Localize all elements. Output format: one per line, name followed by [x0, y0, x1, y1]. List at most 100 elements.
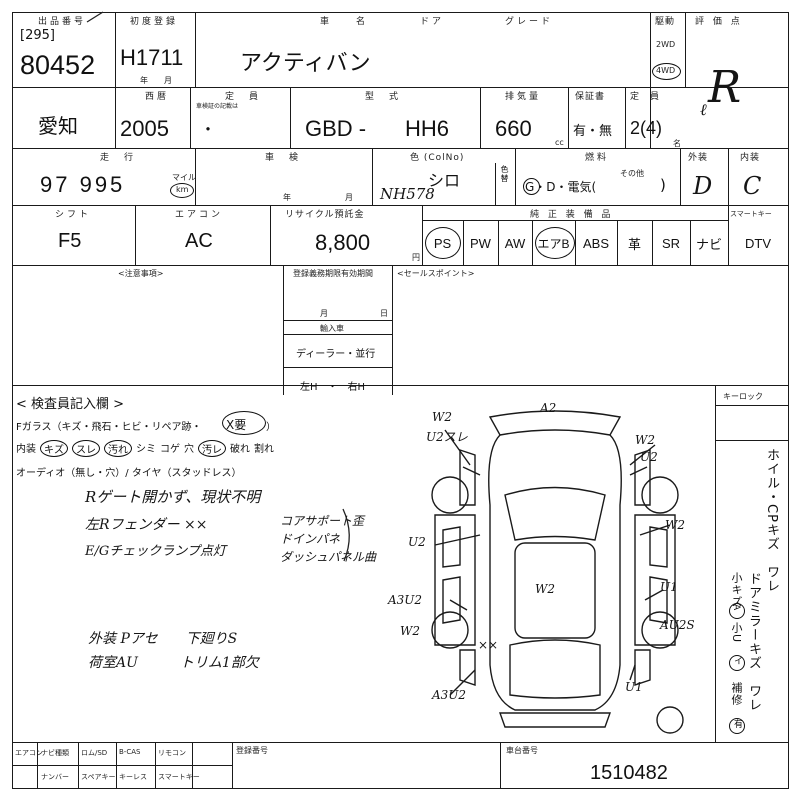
- diagram-right-rear-fender: [634, 649, 651, 686]
- mileage-value: 97 995: [40, 172, 126, 197]
- score-label: 評 価 点: [695, 17, 743, 27]
- equip-header-line: [422, 220, 728, 221]
- v-r3-6: [728, 148, 729, 205]
- v-r4-eq5: [617, 220, 618, 265]
- mark-top-left-1: W2: [432, 410, 452, 424]
- diagram-windshield: [504, 486, 606, 541]
- equip-abs: ABS: [582, 235, 609, 251]
- v-r1-1: [115, 12, 116, 148]
- hand-note-2: 左Rフェンダー ××: [85, 517, 208, 533]
- frame-left: [12, 12, 13, 789]
- smartkey-label: スマートキー: [730, 210, 772, 218]
- v-side: [715, 385, 716, 742]
- leader-1: [444, 429, 471, 466]
- mark-top-right-1: W2: [635, 433, 655, 447]
- km-unit-circle: [170, 183, 194, 198]
- diagram-body-outline: [488, 434, 622, 711]
- notes-h1: [283, 320, 392, 321]
- fuel-close: ): [660, 176, 666, 194]
- leader-7: [449, 669, 476, 696]
- v-r3-4: [515, 148, 516, 205]
- v-f1: [37, 742, 38, 788]
- footer-spare: スペアキー: [81, 773, 116, 781]
- footer-bcas: B-CAS: [119, 748, 141, 756]
- v-r4-eq3: [532, 220, 533, 265]
- side-h1: [715, 405, 788, 406]
- row-divider-4: [12, 265, 789, 266]
- month-label: 月: [320, 309, 328, 318]
- drive-4wd-circle: [652, 63, 681, 80]
- row-divider-1: [12, 87, 789, 88]
- interior-dirt: 汚れ: [104, 440, 132, 457]
- mark-center: W2: [535, 582, 555, 596]
- year-month-unit: 年 月: [140, 76, 172, 85]
- recycle-label: リサイクル預託金: [285, 210, 365, 220]
- footer-keyless: キーレス: [119, 773, 147, 781]
- v-r2-1: [190, 87, 191, 148]
- day-label: 日: [380, 309, 388, 318]
- yen-unit: 円: [412, 253, 420, 262]
- interior-scratch: キズ: [40, 440, 68, 457]
- diagram-left-window-2: [442, 576, 461, 624]
- notes-h2: [283, 334, 392, 335]
- diagram-left-rear-fender: [459, 649, 476, 686]
- model-code-suffix: HH6: [405, 116, 450, 141]
- footer-navi: ナビ種類: [41, 749, 69, 757]
- warranty-label: 保証書: [575, 92, 606, 102]
- drive-2wd: 2WD: [656, 40, 676, 49]
- drive-4wd: 4WD: [656, 66, 676, 75]
- mark-right-low: U1: [660, 580, 678, 594]
- displacement-value: 660: [495, 116, 532, 141]
- lot-number: 80452: [20, 50, 96, 80]
- v-r4-eq4: [575, 220, 576, 265]
- region-name: 愛知: [38, 116, 78, 138]
- notes-h3: [283, 367, 392, 368]
- equip-dtv: DTV: [745, 235, 771, 251]
- interior-stain: シミ: [136, 444, 156, 455]
- diagram-left-front-fender: [459, 449, 476, 506]
- shift-value: F5: [58, 230, 82, 252]
- row-divider-2: [12, 148, 789, 149]
- leader-2: [629, 444, 656, 466]
- v-r3-1: [195, 148, 196, 205]
- ac-value: AC: [185, 230, 213, 252]
- model-code-value: GBD -: [305, 116, 367, 141]
- footer-mid-line: [12, 765, 232, 766]
- equip-navi: ナビ: [695, 236, 722, 252]
- grade-label: グレード: [505, 17, 554, 27]
- hand-note-1: Rゲート開かず、現状不明: [85, 488, 261, 506]
- mark-right-mid: W2: [665, 518, 685, 532]
- mark-left-wheel: W2: [400, 624, 420, 638]
- bracket-mark: [342, 508, 350, 562]
- seats-label: 定 員: [630, 92, 661, 102]
- mark-rear-x: ××: [478, 638, 499, 652]
- inspector-line1: Fガラス（キズ・飛石・ヒビ・リペア跡・: [16, 422, 202, 433]
- displacement-label: 排気量: [505, 92, 542, 102]
- reg-expiry-label: 登録義務期限有効期間: [293, 269, 373, 278]
- mid-note-3: ダッシュパネル曲: [280, 550, 377, 564]
- mark-rear-right: U1: [625, 680, 643, 694]
- v-r3-2: [372, 148, 373, 205]
- inspector-line1-end: ）: [266, 422, 276, 433]
- v-r1-2: [195, 12, 196, 88]
- interior-condition-row: 内装 キズ スレ 汚れ シミ コゲ 穴 汚レ 破れ 割れ: [16, 440, 274, 457]
- model-name-label: 車 名: [320, 17, 369, 27]
- side-col-2: ドアミラーキズ ワレ: [746, 572, 761, 712]
- v-r4-eq2: [498, 220, 499, 265]
- color-value: シロ: [428, 173, 461, 190]
- v-f2: [78, 742, 79, 788]
- leader-5: [449, 599, 468, 611]
- diagram-rear-window: [509, 639, 601, 699]
- inspector-line3: オーディオ（無し・穴）/ タイヤ（スタッドレス）: [16, 468, 242, 479]
- interior-crack: 割れ: [254, 444, 274, 455]
- leader-6: [644, 589, 664, 601]
- v-r4-eq8: [728, 205, 729, 265]
- leader-3: [434, 534, 481, 546]
- diagram-right-side: [634, 514, 676, 646]
- year-label: 西暦: [145, 92, 170, 102]
- year-value: 2005: [120, 116, 169, 141]
- interior-label: 内装: [740, 153, 761, 163]
- cc-unit: cc: [555, 138, 564, 147]
- seats-unit: 名: [673, 139, 681, 148]
- ac-label: エアコン: [175, 210, 224, 220]
